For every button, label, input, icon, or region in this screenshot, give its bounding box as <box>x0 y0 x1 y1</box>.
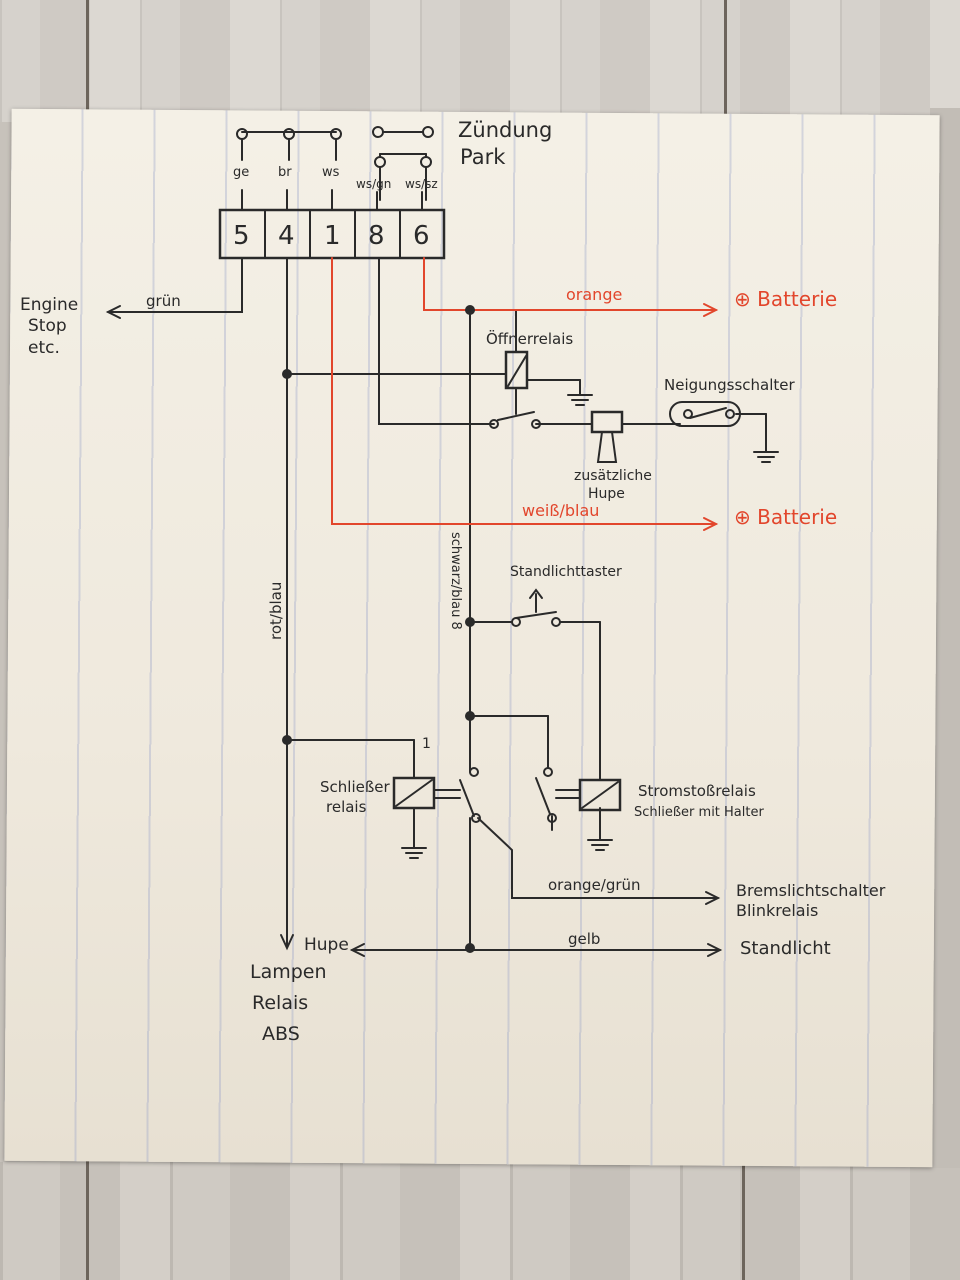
weiss-blau-wire-label: weiß/blau <box>522 501 599 520</box>
orange-gruen-wire-label: orange/grün <box>548 876 641 894</box>
stromstoss-sub-label: Schließer mit Halter <box>634 805 764 820</box>
tilt-switch-icon <box>669 401 741 427</box>
wood-seam <box>86 0 89 122</box>
relais-label: Relais <box>252 992 308 1014</box>
pin-number: 5 <box>233 221 250 251</box>
abs-label: ABS <box>262 1023 300 1045</box>
engine-stop-label: Engine <box>20 295 78 315</box>
zuendung-label: Zündung <box>458 118 552 142</box>
pin-wire-label: ge <box>233 165 249 180</box>
batterie-label: ⊕ Batterie <box>734 287 837 311</box>
zuendung-contact <box>422 126 434 138</box>
zuendung-contact <box>372 126 384 138</box>
bremslicht-label: Bremslichtschalter <box>736 881 886 900</box>
oeffnerrelais-symbol <box>489 350 541 429</box>
pin-number: 1 <box>324 221 341 251</box>
park-contact <box>374 156 386 168</box>
engine-stop-label: Stop <box>28 316 67 336</box>
oeffnerrelais-label: Öffnerrelais <box>486 329 573 348</box>
gruen-wire-label: grün <box>146 292 181 310</box>
neigungsschalter-label: Neigungsschalter <box>664 376 796 394</box>
pin-number: 8 <box>368 221 385 251</box>
pin-one-label: 1 <box>422 736 431 752</box>
wood-seam <box>724 0 727 122</box>
schliesser-label: relais <box>326 798 367 816</box>
hupe-label: Hupe <box>304 935 349 955</box>
pin-wire-label: br <box>278 165 292 180</box>
pin-wire-label: ws <box>322 165 340 180</box>
pin-wire-label: ws/gn <box>356 177 391 191</box>
standlicht-label: Standlicht <box>740 938 831 959</box>
standlichttaster-label: Standlichttaster <box>510 564 622 580</box>
pin-number: 4 <box>278 221 295 251</box>
stromstoss-relais-symbol <box>535 767 622 823</box>
push-button-icon <box>511 588 561 627</box>
orange-wire-label: orange <box>566 285 622 304</box>
park-label: Park <box>460 145 506 169</box>
wood-seam <box>742 1160 745 1280</box>
schliesser-relais-symbol <box>392 767 481 823</box>
schliesser-label: Schließer <box>320 778 391 796</box>
lampen-label: Lampen <box>250 961 327 983</box>
engine-stop-label: etc. <box>28 338 60 358</box>
wood-background-bottom <box>0 1150 960 1280</box>
pin-number: 6 <box>413 221 430 251</box>
horn-icon <box>590 410 624 463</box>
schwarz-blau-wire-label: schwarz/blau 8 <box>448 532 463 630</box>
switch-bar <box>236 126 434 201</box>
batterie-label: ⊕ Batterie <box>734 505 837 529</box>
blinkrelais-label: Blinkrelais <box>736 901 818 920</box>
hupe-caption: Hupe <box>588 486 625 502</box>
stromstoss-label: Stromstoßrelais <box>638 782 756 800</box>
black-wires <box>105 257 779 957</box>
gelb-wire-label: gelb <box>568 930 600 948</box>
junction-dots <box>282 305 475 953</box>
hupe-caption: zusätzliche <box>574 468 652 484</box>
pin-wire-label: ws/sz <box>405 177 438 191</box>
red-wires <box>331 257 719 531</box>
wood-background-top <box>0 0 960 122</box>
rot-blau-wire-label: rot/blau <box>267 582 285 640</box>
wood-seam <box>86 1160 89 1280</box>
park-contact <box>420 156 432 168</box>
